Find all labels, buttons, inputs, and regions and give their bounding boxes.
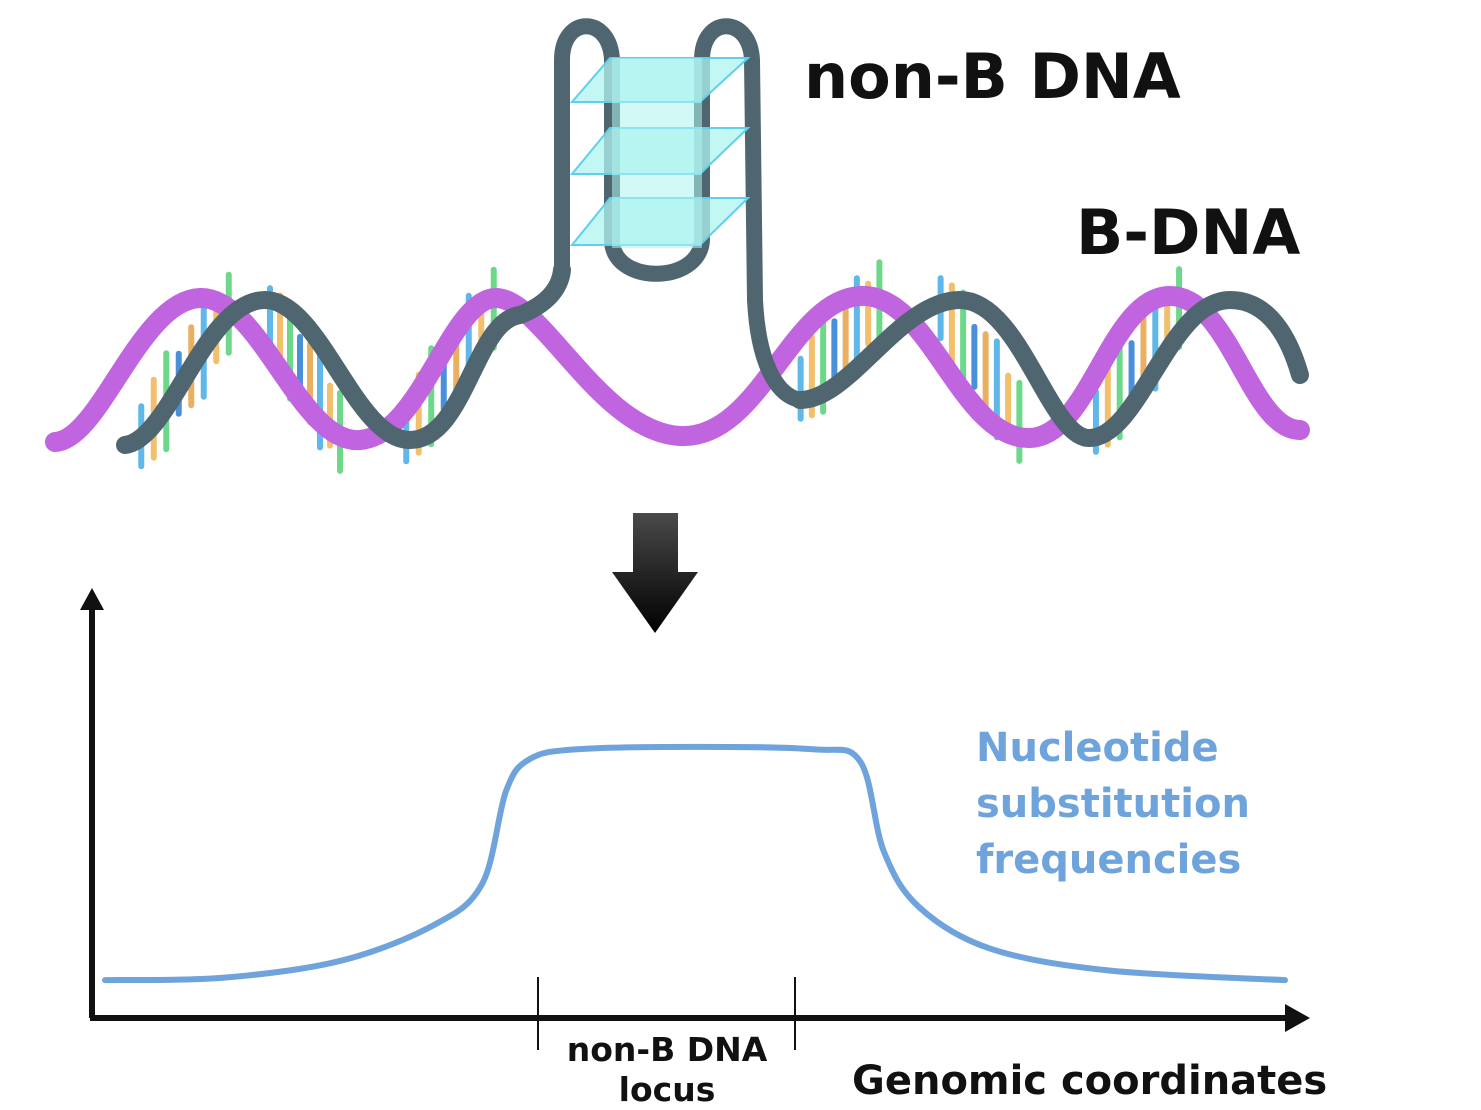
substitution-frequency-curve [102,743,1288,984]
y-axis-arrowhead [80,588,104,610]
curve-label-line: frequencies [976,837,1242,883]
curve-label: Nucleotide substitution frequencies [976,720,1250,888]
x-axis-label: Genomic coordinates [852,1058,1328,1104]
locus-label-line: locus [618,1070,716,1109]
b-dna-title: B-DNA [1076,196,1301,269]
curve-label-line: substitution [976,781,1250,827]
locus-label-line: non-B DNA [566,1030,768,1069]
down-arrow-icon [612,513,698,633]
dna-strand-dark-left [116,261,571,454]
chart-axes [80,588,1310,1032]
x-axis-arrowhead [1285,1004,1310,1032]
curve-label-line: Nucleotide [976,725,1219,771]
locus-label: non-B DNA locus [538,1030,796,1110]
dna-strand-magenta [45,285,1310,452]
tetrad-planes [569,57,751,248]
dna-strand-dark-right [791,290,1309,447]
non-b-dna-title: non-B DNA [804,40,1181,113]
